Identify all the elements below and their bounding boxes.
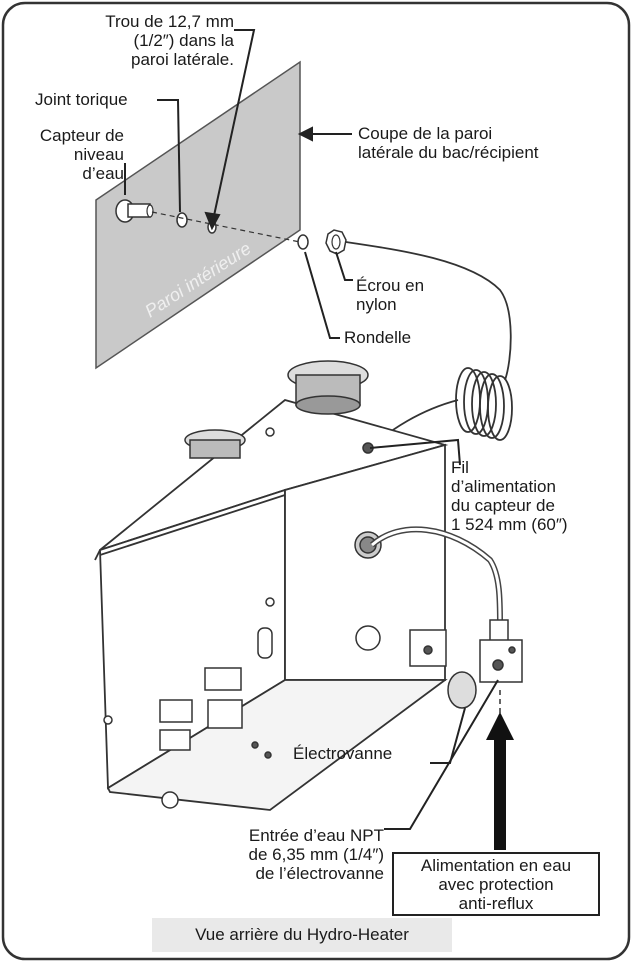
level-sensor-part: [115, 199, 301, 243]
leader-lines: [124, 29, 499, 830]
hole-label: Trou de 12,7 mm (1/2″) dans la paroi lat…: [105, 12, 234, 69]
supply-arrow: [486, 712, 514, 850]
washer-label: Rondelle: [344, 328, 412, 347]
oring-label: Joint torique: [35, 90, 128, 109]
body-details: [103, 427, 382, 809]
wire-label: Fil d’alimentation du capteur de 1 524 m…: [451, 458, 568, 534]
supply-label: Alimentation en eau avec protection anti…: [420, 856, 572, 913]
valve-label: Électrovanne: [293, 744, 393, 763]
caption: Vue arrière du Hydro-Heater: [152, 918, 452, 952]
wall-panel: Paroi intérieure: [95, 60, 301, 370]
valve-assembly: [370, 526, 523, 730]
heater-body: [94, 399, 449, 811]
washer-nut-parts: [297, 229, 347, 255]
supply-label-box: Alimentation en eau avec protection anti…: [392, 852, 600, 916]
sensor-wire: [345, 241, 513, 449]
wall-section-label: Coupe de la paroi latérale du bac/récipi…: [358, 124, 539, 162]
inlet-label: Entrée d’eau NPT de 6,35 mm (1/4″) de l’…: [248, 826, 384, 883]
nut-label: Écrou en nylon: [356, 276, 425, 314]
top-fittings: [184, 360, 369, 459]
sensor-label: Capteur de niveau d’eau: [39, 126, 124, 183]
